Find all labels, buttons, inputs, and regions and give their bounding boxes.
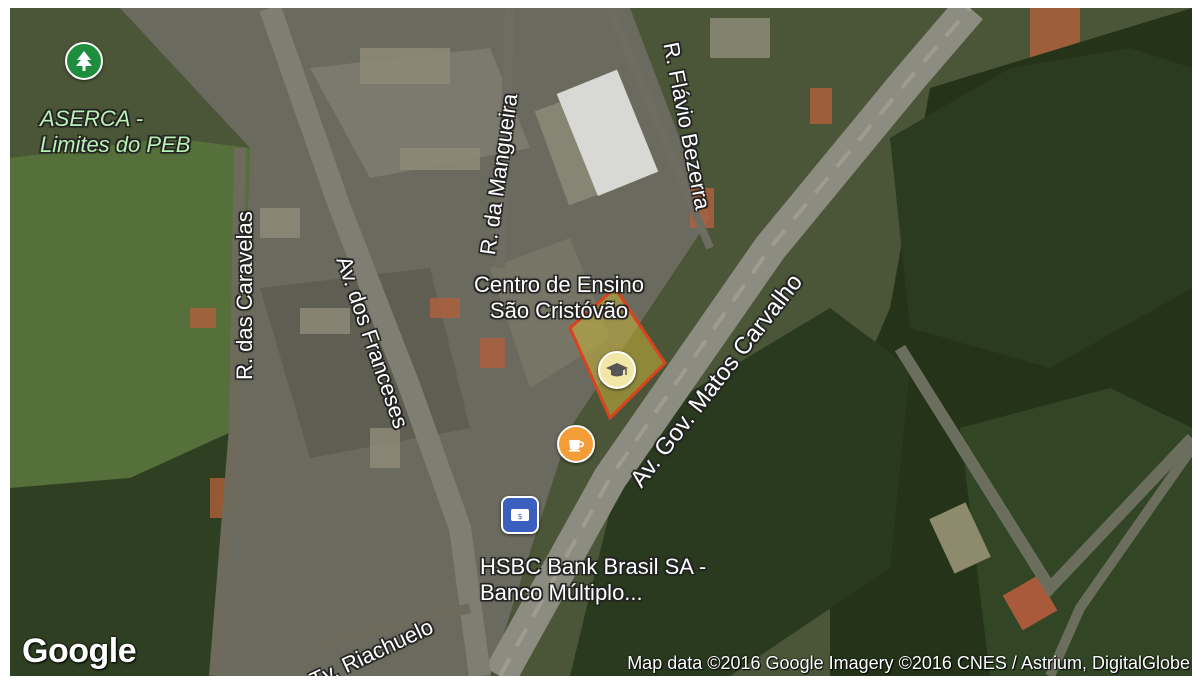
place-label-bank-line2: Banco Múltiplo... bbox=[480, 580, 643, 605]
place-label-bank-line1: HSBC Bank Brasil SA - bbox=[480, 554, 707, 579]
tree-icon[interactable] bbox=[65, 42, 103, 80]
place-label-aserca[interactable]: ASERCA - Limites do PEB bbox=[40, 106, 190, 158]
street-label-caravelas: R. das Caravelas bbox=[232, 211, 257, 380]
satellite-map[interactable]: R. das Caravelas Av. dos Franceses R. da… bbox=[10, 8, 1192, 676]
place-label-aserca-line2: Limites do PEB bbox=[40, 132, 191, 157]
satellite-imagery bbox=[10, 8, 1192, 676]
place-label-bank[interactable]: HSBC Bank Brasil SA - Banco Múltiplo... bbox=[480, 554, 706, 606]
place-label-school-line1: Centro de Ensino bbox=[474, 272, 644, 297]
map-attribution[interactable]: Map data ©2016 Google Imagery ©2016 CNES… bbox=[627, 653, 1190, 673]
svg-text:$: $ bbox=[517, 512, 522, 521]
google-logo[interactable]: Google bbox=[22, 632, 137, 670]
bank-icon[interactable]: $ bbox=[501, 496, 539, 534]
place-label-aserca-line1: ASERCA - bbox=[40, 106, 144, 131]
place-label-school-line2: São Cristóvão bbox=[489, 298, 629, 323]
graduation-cap-icon[interactable] bbox=[598, 351, 636, 389]
place-label-school[interactable]: Centro de Ensino São Cristóvão bbox=[474, 272, 644, 324]
coffee-cup-icon[interactable] bbox=[557, 425, 595, 463]
